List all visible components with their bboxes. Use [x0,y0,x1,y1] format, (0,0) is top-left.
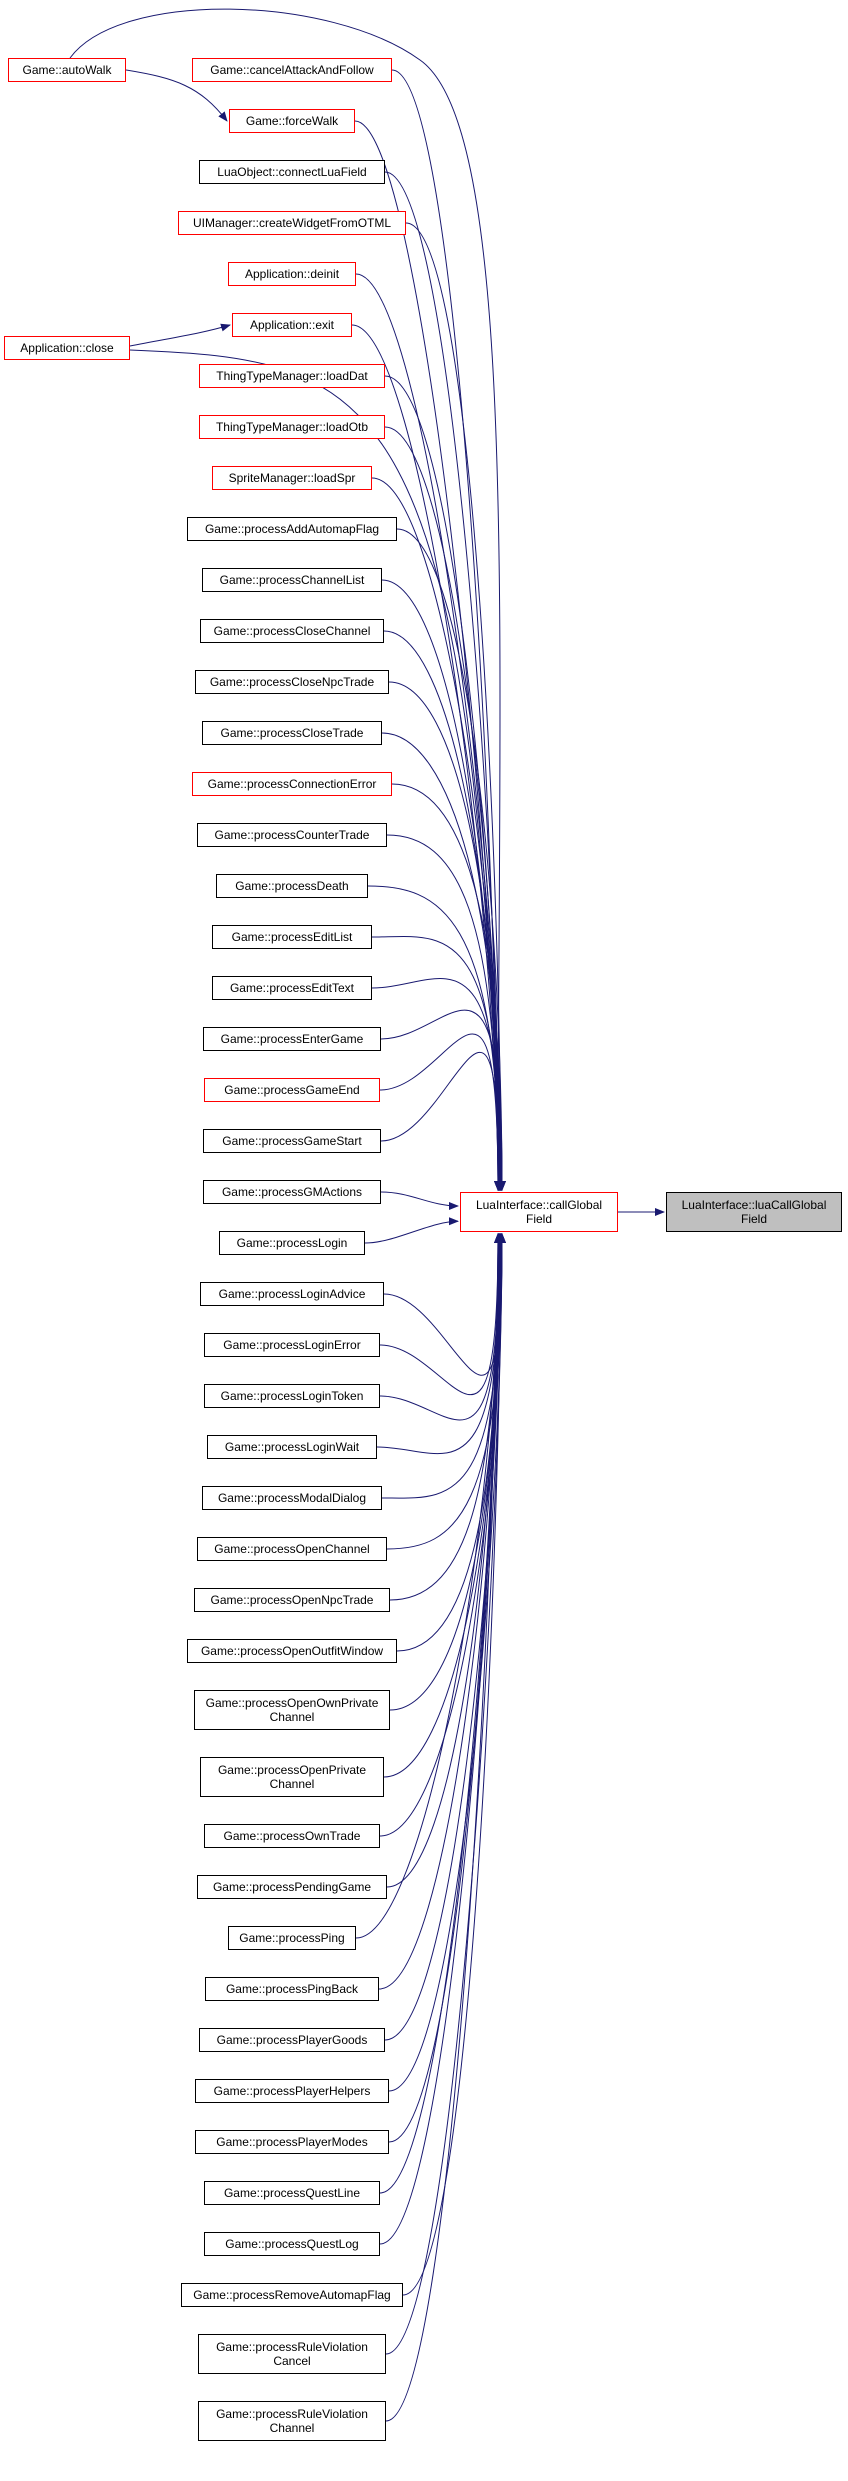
node-application-close[interactable]: Application::close [4,336,130,360]
edge-game-processlogin-to-callglobalfield [364,1217,459,1244]
node-game-processconnectionerror[interactable]: Game::processConnectionError [192,772,392,796]
node-game-processopenprivatechannel[interactable]: Game::processOpenPrivate Channel [200,1757,384,1797]
node-game-processopennpctrade[interactable]: Game::processOpenNpcTrade [194,1588,390,1612]
node-game-processloginwait[interactable]: Game::processLoginWait [207,1435,377,1459]
node-game-processclosenpctrade[interactable]: Game::processCloseNpcTrade [195,670,389,694]
node-game-processloginerror[interactable]: Game::processLoginError [204,1333,380,1357]
edge-autowalk-to-callglobalfield [69,8,503,1191]
node-application-deinit[interactable]: Application::deinit [228,262,356,286]
node-game-processopenownprivatechannel[interactable]: Game::processOpenOwnPrivate Channel [194,1690,390,1730]
edge-autowalk-to-forcewalk [125,69,228,122]
node-game-processlogintoken[interactable]: Game::processLoginToken [204,1384,380,1408]
node-application-exit[interactable]: Application::exit [232,313,352,337]
node-game-processclosetrade[interactable]: Game::processCloseTrade [202,721,382,745]
edge-game-processruleviolationchannel-to-callglobalfield [385,1233,502,2422]
node-game-processcountertrade[interactable]: Game::processCounterTrade [197,823,387,847]
node-game-processopenchannel[interactable]: Game::processOpenChannel [197,1537,387,1561]
edge-game-processloginerror-to-callglobalfield [379,1233,502,1396]
edge-game-processping-to-callglobalfield [355,1233,503,1939]
node-game-processloginadvice[interactable]: Game::processLoginAdvice [200,1282,384,1306]
node-game-processmodaldialog[interactable]: Game::processModalDialog [202,1486,382,1510]
edge-game-processruleviolationcancel-to-callglobalfield [385,1233,506,2355]
edge-game-processlogintoken-to-callglobalfield [379,1233,503,1421]
edge-game-processplayergoods-to-callglobalfield [384,1233,505,2041]
node-game-processeditlist[interactable]: Game::processEditList [212,925,372,949]
node-game-processclosechannel[interactable]: Game::processCloseChannel [200,619,384,643]
edge-game-processopenoutfitwindow-to-callglobalfield [396,1233,503,1652]
edge-game-processclosetrade-to-callglobalfield [381,732,505,1191]
node-game-processgamestart[interactable]: Game::processGameStart [203,1129,381,1153]
edge-game-processclosechannel-to-callglobalfield [383,630,503,1191]
edge-uimanager-createwidgetfromotml-to-callglobalfield [405,222,505,1191]
edge-game-processpendinggame-to-callglobalfield [386,1233,502,1888]
node-game-processplayerhelpers[interactable]: Game::processPlayerHelpers [195,2079,389,2103]
node-game-processdeath[interactable]: Game::processDeath [216,874,368,898]
node-game-processchannellist[interactable]: Game::processChannelList [202,568,382,592]
node-game-processpingback[interactable]: Game::processPingBack [205,1977,379,2001]
edge-game-processquestlog-to-callglobalfield [379,1233,504,2245]
node-game-processplayermodes[interactable]: Game::processPlayerModes [195,2130,389,2154]
node-game-processruleviolationcancel[interactable]: Game::processRuleViolation Cancel [198,2334,386,2374]
node-game-processgameend[interactable]: Game::processGameEnd [204,1078,380,1102]
node-game-processping[interactable]: Game::processPing [228,1926,356,1950]
node-game-processentergame[interactable]: Game::processEnterGame [203,1027,381,1051]
node-call-global-field[interactable]: LuaInterface::callGlobal Field [460,1192,618,1232]
edge-thingtypemanager-loaddat-to-callglobalfield [384,375,503,1191]
node-game-processedittext[interactable]: Game::processEditText [212,976,372,1000]
edge-game-processgmactions-to-callglobalfield [380,1191,459,1210]
edge-game-processplayermodes-to-callglobalfield [388,1233,502,2143]
node-game-processowntrade[interactable]: Game::processOwnTrade [204,1824,380,1848]
edge-game-processdeath-to-callglobalfield [367,885,503,1191]
edge-game-processentergame-to-callglobalfield [380,1009,506,1191]
node-uimanager-createwidgetfromotml[interactable]: UIManager::createWidgetFromOTML [178,211,406,235]
edge-spritemanager-loadspr-to-callglobalfield [371,477,505,1191]
node-game-processquestline[interactable]: Game::processQuestLine [204,2181,380,2205]
node-game-processaddautomapflag[interactable]: Game::processAddAutomapFlag [187,517,397,541]
node-game-cancelattackandfollow[interactable]: Game::cancelAttackAndFollow [192,58,392,82]
node-thingtypemanager-loadotb[interactable]: ThingTypeManager::loadOtb [199,415,385,439]
edge-game-processgameend-to-callglobalfield [379,1033,502,1191]
node-game-processgmactions[interactable]: Game::processGMActions [203,1180,381,1204]
node-game-processopenoutfitwindow[interactable]: Game::processOpenOutfitWindow [187,1639,397,1663]
edge-game-processloginadvice-to-callglobalfield [383,1233,506,1376]
node-spritemanager-loadspr[interactable]: SpriteManager::loadSpr [212,466,372,490]
node-game-processremoveautomapflag[interactable]: Game::processRemoveAutomapFlag [181,2283,403,2307]
node-game-processlogin[interactable]: Game::processLogin [219,1231,365,1255]
edge-game-processgamestart-to-callglobalfield [380,1052,503,1191]
node-game-autowalk[interactable]: Game::autoWalk [8,58,126,82]
edge-game-processedittext-to-callglobalfield [371,978,505,1191]
node-game-processpendinggame[interactable]: Game::processPendingGame [197,1875,387,1899]
node-game-processplayergoods[interactable]: Game::processPlayerGoods [199,2028,385,2052]
edge-game-processaddautomapflag-to-callglobalfield [396,528,506,1191]
edge-game-processpingback-to-callglobalfield [378,1233,504,1990]
node-luaobject-connectluafield[interactable]: LuaObject::connectLuaField [199,160,385,184]
node-thingtypemanager-loaddat[interactable]: ThingTypeManager::loadDat [199,364,385,388]
node-game-processquestlog[interactable]: Game::processQuestLog [204,2232,380,2256]
edge-appclose-to-appexit [129,323,231,347]
edge-game-processconnectionerror-to-callglobalfield [391,783,506,1191]
edge-appclose-to-callglobalfield [129,349,505,1191]
node-game-processruleviolationchannel[interactable]: Game::processRuleViolation Channel [198,2401,386,2441]
edge-luaobject-connectluafield-to-callglobalfield [384,171,504,1191]
edge-game-processloginwait-to-callglobalfield [376,1233,504,1455]
node-game-forcewalk[interactable]: Game::forceWalk [229,109,355,133]
edge-thingtypemanager-loadotb-to-callglobalfield [384,426,504,1191]
edge-game-processeditlist-to-callglobalfield [371,935,504,1191]
node-lua-call-global-field: LuaInterface::luaCallGlobal Field [666,1192,842,1232]
